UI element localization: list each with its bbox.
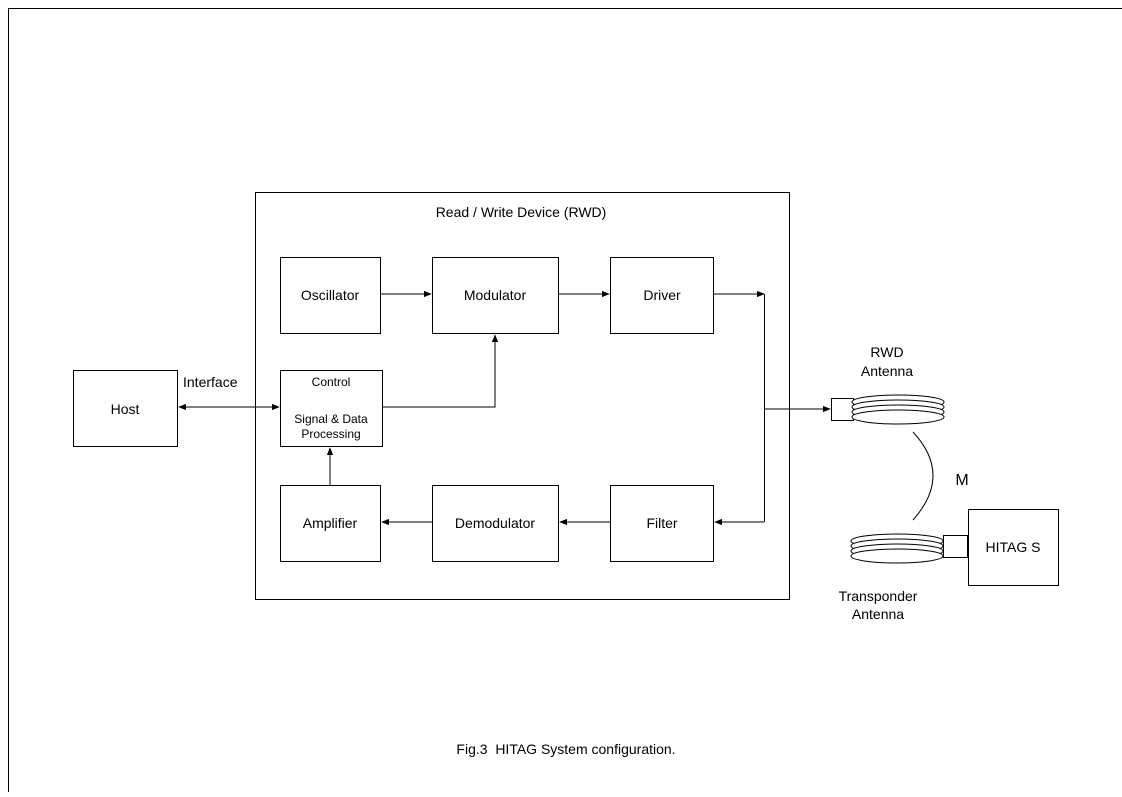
rwd-antenna-label-line1: RWD [870,344,903,360]
modulator-label: Modulator [464,287,527,303]
transponder-antenna-coil [851,534,943,563]
demodulator-label: Demodulator [455,515,535,531]
hitag-label: HITAG S [986,539,1041,555]
rwd-antenna-label-line2: Antenna [861,363,913,379]
rwd-antenna-coil [852,395,944,424]
amplifier-label: Amplifier [303,515,358,531]
transponder-antenna-label-line1: Transponder [839,588,918,604]
transponder-antenna-label-line2: Antenna [852,606,904,622]
driver-label: Driver [643,287,681,303]
interface-label: Interface [183,374,238,390]
rwd-antenna-connector [832,399,854,421]
host-label: Host [111,401,140,417]
control-line1: Signal & Data [294,412,368,426]
figure-caption: Fig.3 HITAG System configuration. [456,741,675,757]
coupling-label: M [955,472,968,489]
arrow-control-to-modulator [383,335,495,407]
filter-label: Filter [646,515,677,531]
rwd-title: Read / Write Device (RWD) [436,204,607,220]
oscillator-label: Oscillator [301,287,360,303]
coupling-arc [913,432,933,520]
transponder-antenna-connector [944,536,968,558]
control-title: Control [312,375,351,389]
control-line2: Processing [301,427,360,441]
